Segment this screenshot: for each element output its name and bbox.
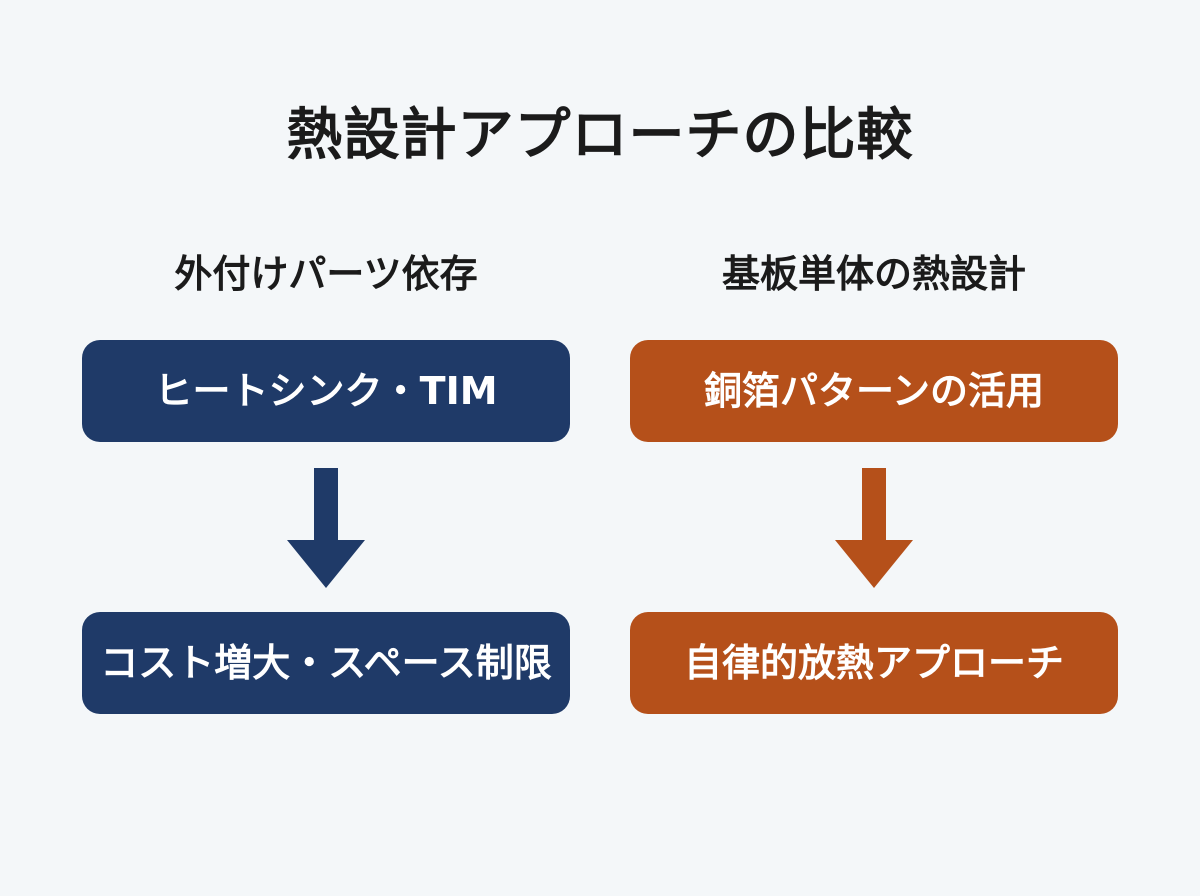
down-arrow-icon (287, 468, 365, 588)
right-top-box-label: 銅箔パターンの活用 (703, 369, 1045, 413)
right-column-heading: 基板単体の熱設計 (721, 252, 1026, 296)
right-bottom-box-label: 自律的放熱アプローチ (683, 641, 1064, 685)
left-top-box: ヒートシンク・TIM (82, 340, 570, 442)
down-arrow-icon (835, 468, 913, 588)
left-bottom-box: コスト増大・スペース制限 (82, 612, 570, 714)
left-column: 外付けパーツ依存 ヒートシンク・TIM コスト増大・スペース制限 (82, 0, 570, 896)
right-bottom-box: 自律的放熱アプローチ (630, 612, 1118, 714)
right-top-box: 銅箔パターンの活用 (630, 340, 1118, 442)
diagram-title: 熱設計アプローチの比較 (286, 103, 914, 168)
left-column-heading: 外付けパーツ依存 (174, 252, 478, 296)
left-top-box-label: ヒートシンク・TIM (154, 369, 498, 413)
left-bottom-box-label: コスト増大・スペース制限 (100, 641, 552, 685)
right-column: 基板単体の熱設計 銅箔パターンの活用 自律的放熱アプローチ (630, 0, 1118, 896)
